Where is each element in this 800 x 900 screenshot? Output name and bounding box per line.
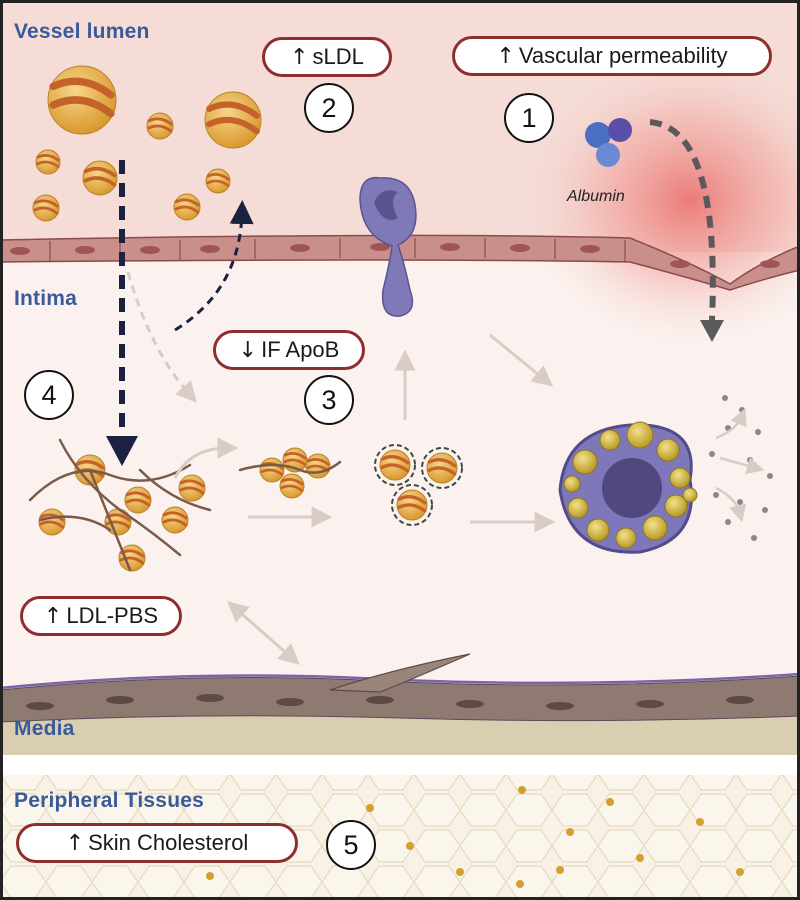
lipid-droplet xyxy=(656,438,680,462)
skin-cholesterol-label: Skin Cholesterol xyxy=(88,830,249,855)
ldl-particle xyxy=(305,453,331,479)
step-4-marker: 4 xyxy=(24,370,74,420)
ldl-particle xyxy=(178,474,206,502)
sldl-pill: ↑ sLDL xyxy=(262,37,392,77)
ldl-particle xyxy=(38,508,66,536)
ldl-pbs-pill: ↑ LDL-PBS xyxy=(20,596,182,636)
media-label: Media xyxy=(14,717,75,740)
lipid-droplet xyxy=(567,497,589,519)
vessel-lumen-label: Vessel lumen xyxy=(14,20,150,43)
ldl-particle xyxy=(118,544,146,572)
step-5-marker: 5 xyxy=(326,820,376,870)
pathway-arrows xyxy=(106,119,765,665)
albumin-molecule xyxy=(585,118,632,167)
ldl-particle xyxy=(205,168,231,194)
increase-arrow-icon: ↑ xyxy=(496,43,515,69)
step-2-marker: 2 xyxy=(304,83,354,133)
lipid-droplet xyxy=(615,527,637,549)
increase-arrow-icon: ↑ xyxy=(65,830,85,856)
ldl-particle xyxy=(259,457,285,483)
smooth-muscle-layer xyxy=(0,653,800,723)
ldl-particle xyxy=(35,149,61,175)
skin-cholesterol-pill: ↑ Skin Cholesterol xyxy=(16,823,298,863)
lipid-droplet xyxy=(669,467,691,489)
ldl-particle xyxy=(374,444,416,486)
ldl-particle xyxy=(421,447,463,489)
lipid-droplet xyxy=(599,429,621,451)
skin-cholesterol-dots xyxy=(206,786,744,888)
ldl-particle xyxy=(161,506,189,534)
endothelium-layer xyxy=(0,234,800,291)
ldl-particle xyxy=(173,193,201,221)
ldl-particle xyxy=(32,194,60,222)
lipid-droplet xyxy=(664,494,688,518)
peripheral-tissues-label: Peripheral Tissues xyxy=(14,789,204,812)
sldl-label: sLDL xyxy=(312,44,364,69)
intima-label: Intima xyxy=(14,287,78,310)
proteoglycan-network xyxy=(28,438,342,572)
albumin-label: Albumin xyxy=(567,188,625,205)
if-apob-pill: ↓ IF ApoB xyxy=(213,330,365,370)
decrease-arrow-icon: ↓ xyxy=(238,337,258,363)
foam-cell xyxy=(558,421,698,554)
monocyte-cell xyxy=(359,176,417,317)
ldl-particle xyxy=(146,112,174,140)
increase-arrow-icon: ↑ xyxy=(43,603,63,629)
ldl-particle xyxy=(104,508,132,536)
lipid-droplet xyxy=(586,518,610,542)
ldl-particles xyxy=(32,65,463,572)
ldl-particle xyxy=(47,65,117,135)
ldl-particle xyxy=(124,486,152,514)
ldl-particle xyxy=(391,484,433,526)
ldl-pbs-label: LDL-PBS xyxy=(66,603,159,628)
if-apob-label: IF ApoB xyxy=(261,337,340,362)
vascular-permeability-pill: ↑ Vascular permeability xyxy=(452,36,772,76)
lipid-droplet xyxy=(626,421,654,449)
vascular-permeability-label: Vascular permeability xyxy=(518,43,728,68)
increase-arrow-icon: ↑ xyxy=(290,44,309,70)
lipid-droplet xyxy=(682,487,698,503)
ldl-particle xyxy=(279,473,305,499)
ldl-particle xyxy=(82,160,118,196)
lipid-droplet xyxy=(572,449,598,475)
step-1-marker: 1 xyxy=(504,93,554,143)
debris-particles xyxy=(709,395,773,541)
lipid-droplet xyxy=(642,515,668,541)
ldl-particle xyxy=(204,91,262,149)
step-3-marker: 3 xyxy=(304,375,354,425)
region-gap xyxy=(0,755,800,775)
lipid-droplet xyxy=(563,475,581,493)
